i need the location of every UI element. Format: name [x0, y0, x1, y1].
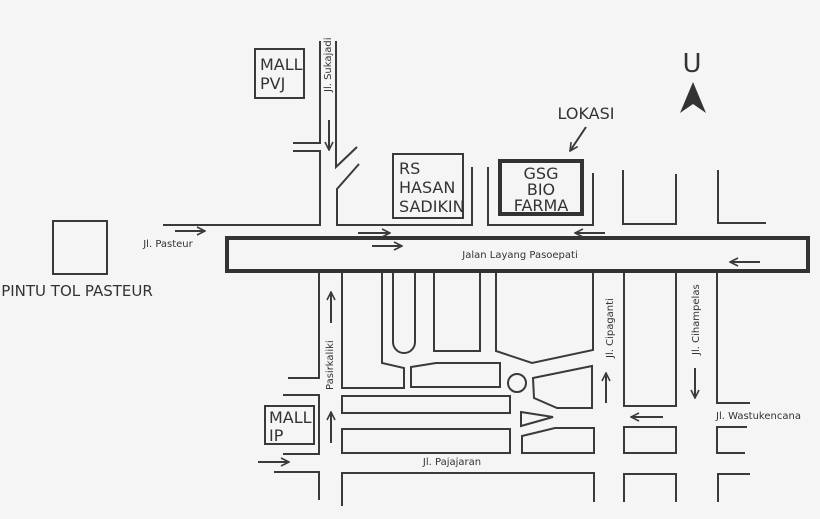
mall-ip: MALL IP: [264, 405, 315, 445]
pintu-tol-label: PINTU TOL PASTEUR: [1, 282, 153, 300]
lokasi-pointer-icon: [570, 126, 587, 151]
pintu-tol-pasteur: PINTU TOL PASTEUR: [1, 220, 153, 300]
gsg-label: BIO: [527, 180, 555, 199]
jalan-layang-pasoepati: Jalan Layang Pasoepati: [225, 236, 810, 273]
pajajaran-label: Jl. Pajajaran: [422, 457, 481, 468]
layang-label: Jalan Layang Pasoepati: [461, 250, 577, 261]
mall-pvj: MALL PVJ: [254, 48, 305, 99]
sukajadi-label: Jl. Sukajadi: [323, 37, 334, 93]
cipaganti-label: Jl. Cipaganti: [605, 298, 616, 359]
rs-label: HASAN: [399, 178, 455, 197]
gsg-label: FARMA: [514, 196, 569, 215]
mall-pvj-label: MALL: [260, 55, 303, 74]
jl-sukajadi: Jl. Sukajadi: [163, 37, 473, 226]
rs-label: RS: [399, 159, 420, 178]
mall-ip-label: IP: [269, 426, 284, 445]
pasirkaliki-label: Pasirkaliki: [325, 340, 336, 390]
mall-ip-label: MALL: [269, 408, 312, 427]
cihampelas-label: Jl. Cihampelas: [691, 284, 702, 356]
rs-label: SADIKIN: [399, 197, 465, 216]
rs-hasan-sadikin: RS HASAN SADIKIN: [392, 153, 465, 219]
north-label: U: [682, 49, 701, 79]
pasteur-label: Jl. Pasteur: [142, 239, 193, 250]
jl-pasirkaliki: Pasirkaliki: [274, 273, 405, 500]
mall-pvj-label: PVJ: [260, 74, 285, 93]
gsg-label: GSG: [524, 164, 559, 183]
gsg-bio-farma-location: GSG BIO FARMA: [498, 159, 584, 216]
lokasi-label: LOKASI: [558, 104, 615, 123]
wastukencana-label: Jl. Wastukencana: [715, 411, 801, 422]
north-arrow-icon: [680, 82, 706, 113]
